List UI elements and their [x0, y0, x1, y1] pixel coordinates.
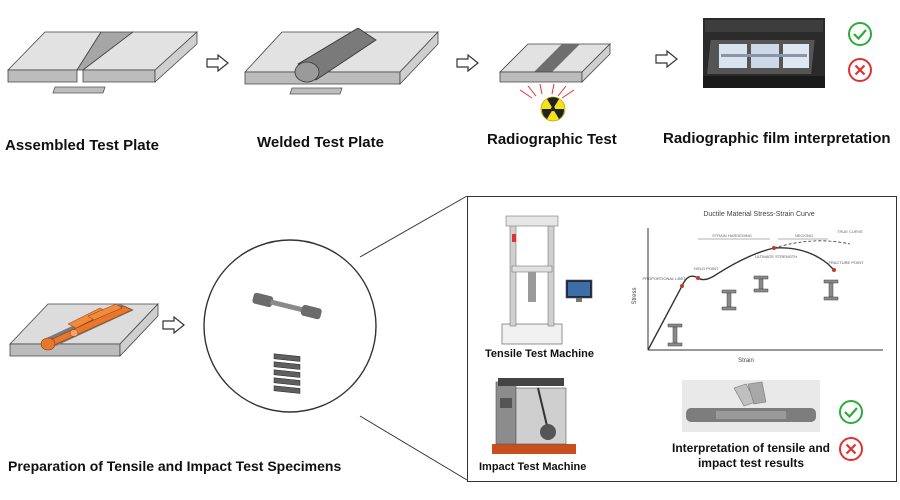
assembled-plate-illustration — [7, 31, 199, 94]
yield-label: YIELD POINT — [694, 266, 719, 271]
necking-label: NECKING — [795, 233, 813, 238]
tensile-machine-illustration — [501, 215, 593, 345]
arrow-right-icon — [456, 54, 479, 72]
radiographic-test-illustration — [499, 43, 611, 99]
cross-icon — [848, 58, 872, 82]
label-radiographic-test: Radiographic Test — [487, 131, 617, 148]
proportional-label: PROPORTIONAL LIMIT — [643, 276, 686, 281]
label-tensile-machine: Tensile Test Machine — [485, 348, 595, 360]
arrow-right-icon — [206, 54, 229, 72]
cross-icon — [839, 437, 863, 461]
check-icon — [848, 22, 872, 46]
curve-xlabel: Strain — [738, 358, 754, 364]
label-welded-plate: Welded Test Plate — [257, 134, 384, 151]
label-film-interpretation: Radiographic film interpretation — [663, 130, 891, 147]
curve-title: Ductile Material Stress-Strain Curve — [703, 211, 814, 218]
welded-plate-illustration — [244, 28, 439, 95]
true-curve-label: TRUE CURVE — [837, 229, 863, 234]
label-specimen-preparation: Preparation of Tensile and Impact Test S… — [8, 458, 342, 474]
fracture-label: FRACTURE POINT — [828, 260, 864, 265]
specimens-magnified — [203, 239, 377, 413]
zoom-connector-lines — [359, 195, 468, 481]
stress-strain-curve: Ductile Material Stress-Strain Curve Str… — [632, 211, 883, 364]
arrow-right-icon — [655, 50, 678, 68]
strain-hardening-label: STRAIN HARDENING — [712, 233, 752, 238]
arrow-right-icon — [162, 316, 185, 334]
label-results-interpretation: Interpretation of tensile and impact tes… — [671, 441, 830, 470]
fractured-specimen-photo — [682, 380, 820, 432]
radiation-icon — [540, 96, 566, 122]
impact-machine-illustration — [492, 378, 576, 454]
label-assembled-plate: Assembled Test Plate — [5, 137, 159, 154]
check-icon — [839, 400, 863, 424]
film-viewer-photo — [703, 18, 825, 88]
label-impact-machine: Impact Test Machine — [479, 461, 587, 473]
curve-ylabel: Stress — [632, 287, 638, 304]
curve-line — [647, 247, 835, 351]
true-curve-line — [773, 240, 851, 249]
specimen-plate-illustration — [9, 302, 159, 358]
ultimate-label: ULTIMATE STRENGTH — [755, 254, 797, 259]
